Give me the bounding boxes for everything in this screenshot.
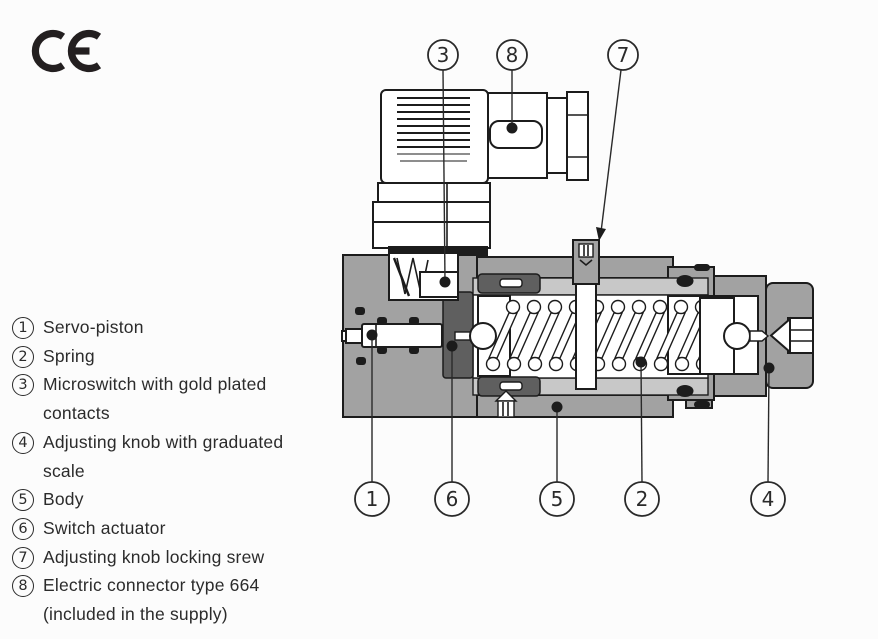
- callout-7-label: 7: [617, 43, 630, 67]
- spring-guides: [469, 297, 770, 375]
- legend-item-number: 1: [12, 317, 34, 339]
- locking-screw-stem: [575, 278, 597, 390]
- callout-4-label: 4: [762, 487, 775, 511]
- legend-item-label: Adjusting knob with graduated scale: [43, 431, 284, 481]
- legend-item-label: Adjusting knob locking srew: [43, 546, 265, 567]
- legend-item-number: 5: [12, 489, 34, 512]
- microswitch-contact-block: [419, 271, 459, 298]
- legend-item: 5 Body: [12, 485, 324, 514]
- o-rings: [676, 264, 710, 408]
- callout-8-circle: [496, 39, 528, 71]
- legend-item: 3 Microswitch with gold plated contacts: [12, 370, 324, 427]
- legend-item-number: 2: [12, 345, 34, 368]
- callout-8-label: 8: [506, 43, 519, 67]
- connector-slot: [489, 120, 543, 149]
- legend-item-number: 4: [12, 431, 34, 454]
- callout-3-circle: [427, 39, 459, 71]
- servo-piston: [341, 307, 474, 365]
- callout-2-circle: [624, 481, 660, 517]
- callout-leaders: [366, 69, 775, 483]
- callout-6-label: 6: [446, 487, 459, 511]
- ball-right: [723, 322, 751, 350]
- legend-item: 6 Switch actuator: [12, 514, 324, 543]
- electric-connector: [372, 89, 589, 259]
- legend-item: 8 Electric connector type 664 (included …: [12, 571, 324, 628]
- legend-item: 7 Adjusting knob locking srew: [12, 543, 324, 572]
- callout-6-circle: [434, 481, 470, 517]
- legend-item-label: Microswitch with gold plated contacts: [43, 374, 267, 424]
- knob-hex-socket: [769, 316, 814, 355]
- callout-5-circle: [539, 481, 575, 517]
- legend-item-label: Body: [43, 489, 84, 510]
- callout-1-circle: [354, 481, 390, 517]
- callout-4-circle: [750, 481, 786, 517]
- callout-3-label: 3: [437, 43, 450, 67]
- piston-seals: [355, 307, 419, 365]
- microswitch: [388, 252, 459, 301]
- ce-mark-logo: [31, 29, 102, 73]
- callout-7-circle: [607, 39, 639, 71]
- callout-5-label: 5: [551, 487, 564, 511]
- ball-left: [469, 322, 497, 350]
- connector-ribs: [397, 97, 470, 162]
- legend-item: 4 Adjusting knob with graduated scale: [12, 428, 324, 485]
- locking-screw: [572, 239, 600, 285]
- bottom-plug: [494, 390, 518, 418]
- cable-gland: [546, 91, 589, 181]
- legend-item-number: 3: [12, 374, 34, 397]
- parts-legend: 1 Servo-piston 2 Spring 3 Microswitch wi…: [12, 313, 324, 629]
- legend-item: 2 Spring: [12, 342, 324, 371]
- legend-item-label: Servo-piston: [43, 317, 144, 337]
- callout-2-label: 2: [636, 487, 649, 511]
- legend-item: 1 Servo-piston: [12, 313, 324, 342]
- callout-1-label: 1: [366, 487, 379, 511]
- legend-item-number: 6: [12, 517, 34, 540]
- callout-balloons: 3 8 7 1 6 5 2 4: [354, 39, 786, 517]
- legend-item-label: Switch actuator: [43, 517, 166, 538]
- legend-item-label: Electric connector type 664 (included in…: [43, 575, 260, 625]
- legend-item-number: 8: [12, 575, 34, 598]
- connector-housing: [380, 89, 489, 184]
- legend-item-label: Spring: [43, 345, 95, 366]
- legend-item-number: 7: [12, 546, 34, 569]
